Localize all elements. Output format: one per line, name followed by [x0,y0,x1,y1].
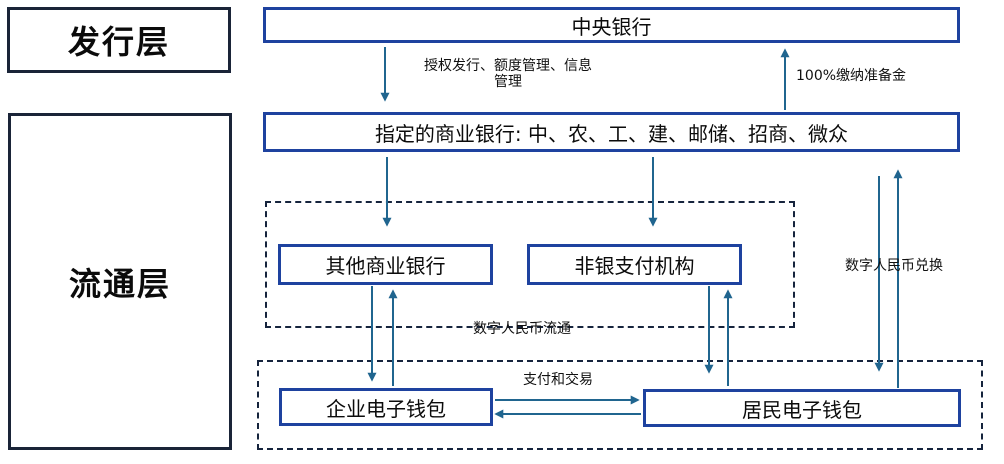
circulation-institutions-dashed-box [265,201,795,328]
enterprise-wallet-node: 企业电子钱包 [279,388,493,426]
edge-label-payment: 支付和交易 [523,372,593,388]
wallets-dashed-box [257,360,983,450]
nonbank-payment-node: 非银支付机构 [527,244,742,285]
issuance-layer-label: 发行层 [67,23,170,61]
designated-banks-node: 指定的商业银行: 中、农、工、建、邮储、招商、微众 [263,112,960,152]
other-banks-label: 其他商业银行 [325,254,446,278]
edge-label-circulation-flow: 数字人民币流通 [473,321,571,337]
central-bank-node: 中央银行 [263,7,960,43]
designated-banks-label: 指定的商业银行: 中、农、工、建、邮储、招商、微众 [374,121,849,146]
enterprise-wallet-label: 企业电子钱包 [326,396,446,421]
resident-wallet-node: 居民电子钱包 [643,389,961,427]
circulation-layer-box: 流通层 [8,113,232,450]
circulation-layer-label: 流通层 [68,264,171,303]
issuance-layer-box: 发行层 [7,7,231,73]
nonbank-payment-label: 非银支付机构 [574,254,695,278]
central-bank-label: 中央银行 [571,14,652,39]
resident-wallet-label: 居民电子钱包 [742,397,862,422]
edge-label-exchange: 数字人民币兑换 [845,258,943,274]
edge-label-authorize: 授权发行、额度管理、信息 管理 [424,58,592,90]
edge-label-reserve: 100%缴纳准备金 [796,68,907,84]
other-banks-node: 其他商业银行 [278,244,493,285]
